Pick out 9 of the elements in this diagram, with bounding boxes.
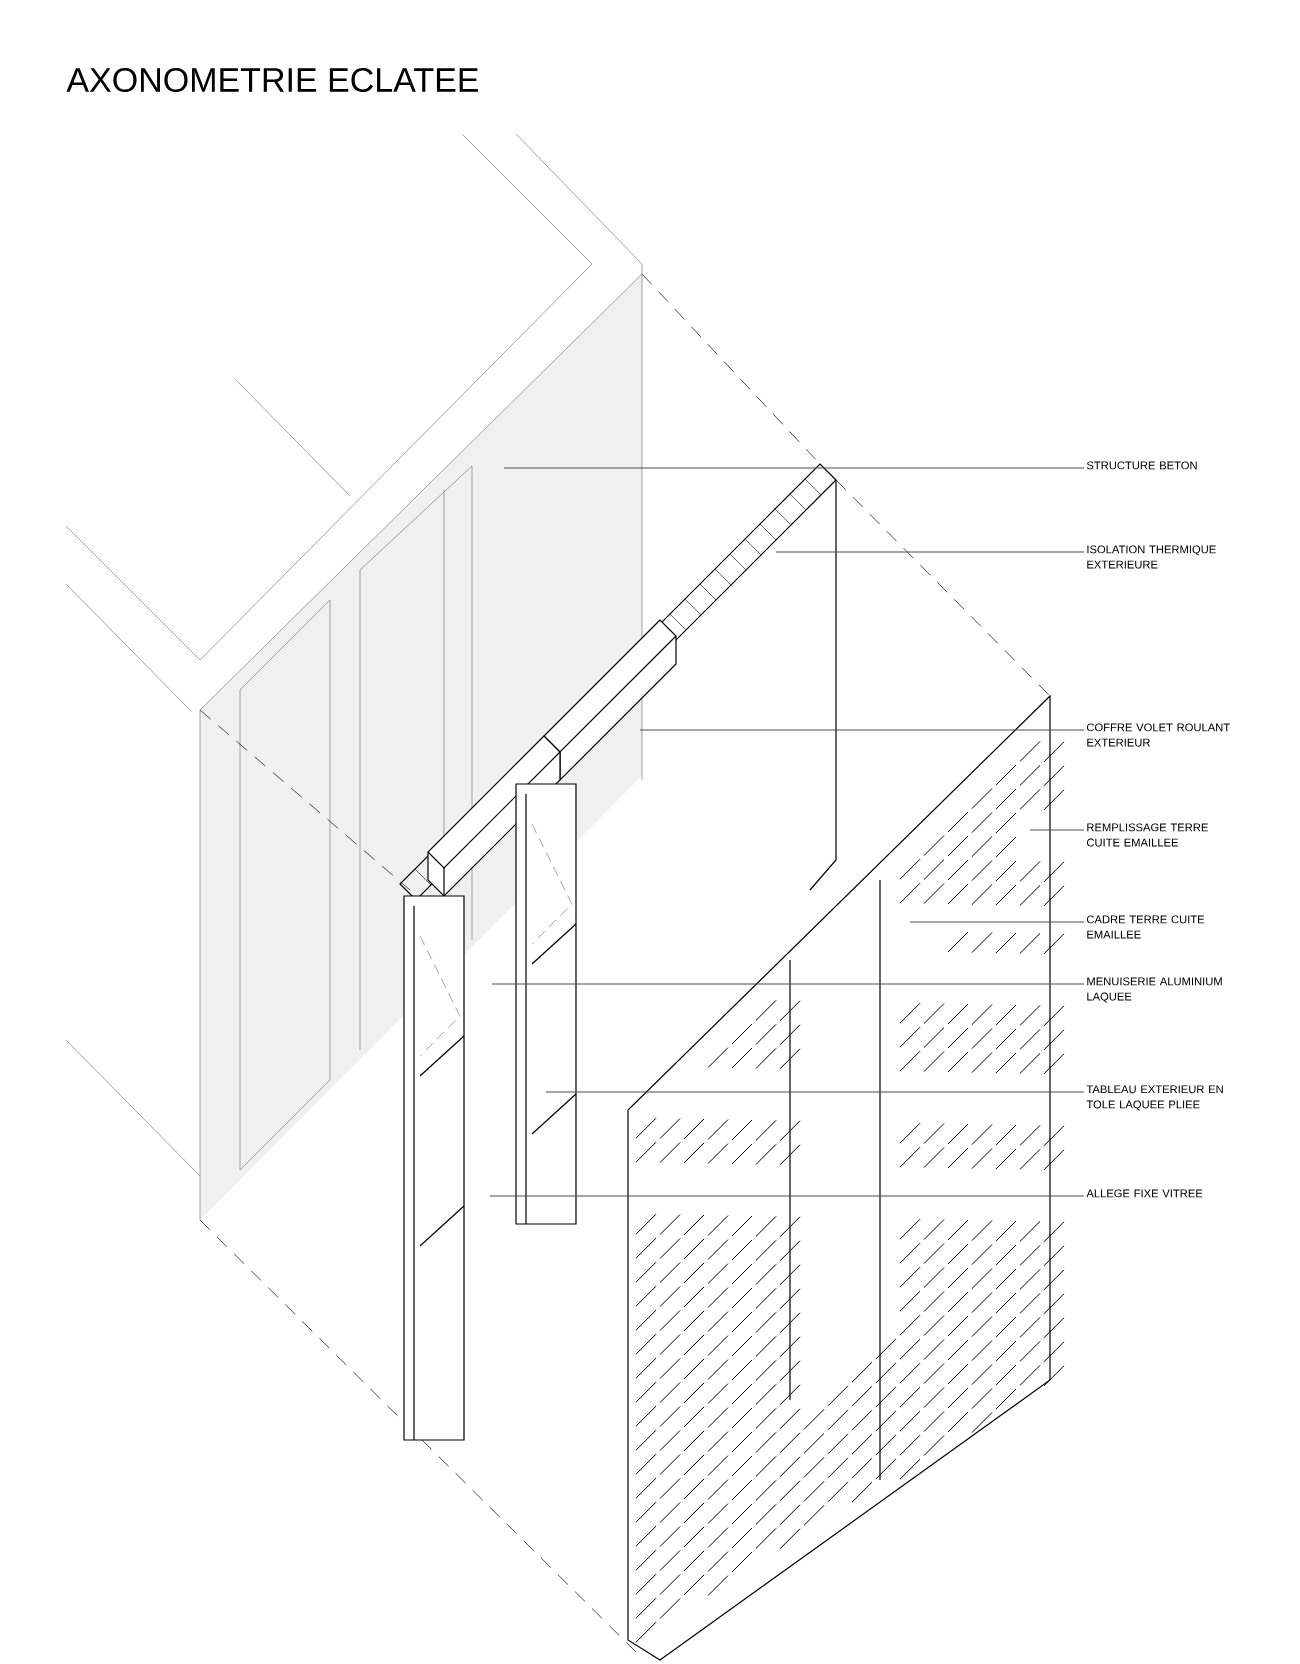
leader-line [489, 1195, 1085, 1197]
leader-line [491, 983, 1085, 985]
leader-line [1029, 829, 1085, 831]
leader-line [909, 921, 1085, 923]
leader-line [639, 729, 1085, 731]
leader-line [545, 1091, 1085, 1093]
leader-line [503, 467, 1085, 469]
leader-line [775, 551, 1085, 553]
title: AXONOMETRIE ECLATEE [66, 67, 479, 93]
